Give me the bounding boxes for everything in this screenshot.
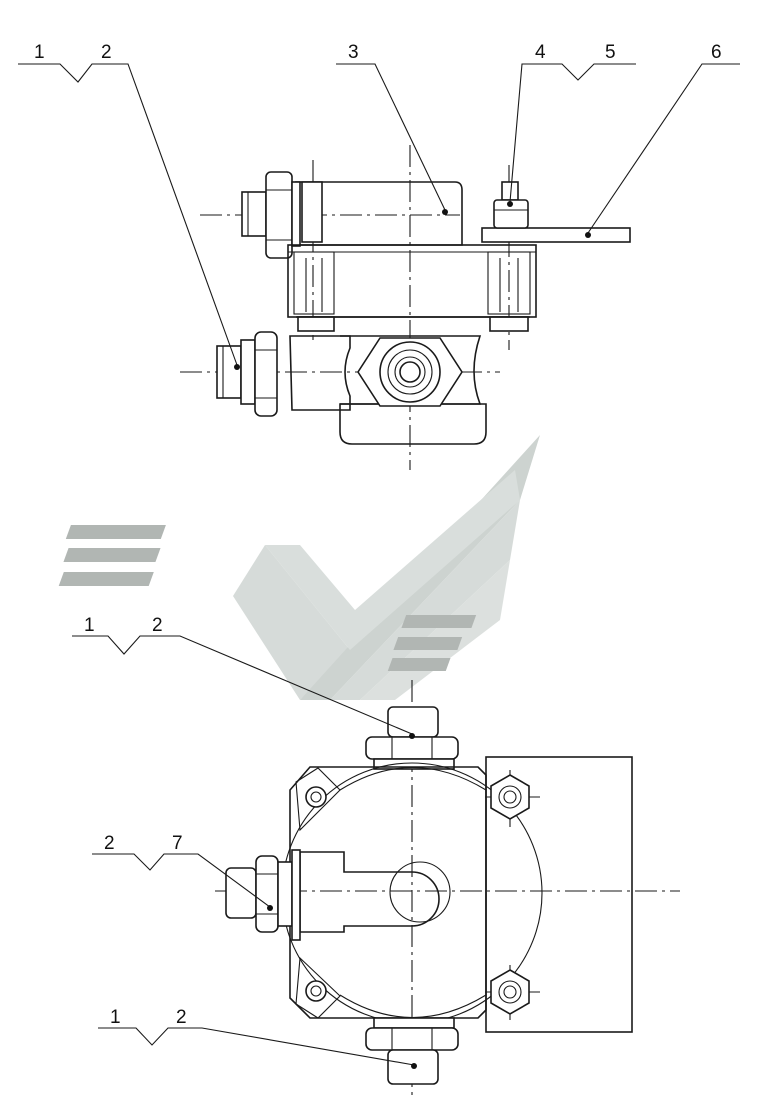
upper-left-lug bbox=[295, 767, 341, 832]
watermark-logo bbox=[58, 435, 540, 700]
callout-label: 2 bbox=[101, 42, 112, 63]
callout-label: 7 bbox=[172, 833, 183, 854]
leader-dot bbox=[234, 364, 240, 370]
leader-top-left bbox=[18, 63, 238, 366]
lower-fitting-nipple bbox=[216, 345, 242, 399]
lower-housing-left bbox=[289, 335, 351, 411]
left-bolt-head bbox=[297, 316, 335, 332]
hex-nut-lower-right bbox=[490, 969, 530, 1015]
bolt-hole-lower-left bbox=[305, 980, 327, 1002]
upper-fitting-nipple bbox=[241, 191, 267, 237]
upper-fitting-washer bbox=[291, 181, 301, 247]
callout-label: 3 bbox=[348, 42, 359, 63]
valve-housing bbox=[289, 766, 487, 1019]
lower-housing-center bbox=[340, 335, 482, 405]
callout-label: 4 bbox=[535, 42, 546, 63]
bottom-fitting-washer bbox=[373, 1017, 455, 1029]
callouts: 1 2 3 4 5 6 1 2 2 7 1 2 bbox=[18, 42, 740, 1069]
lower-fitting-nut bbox=[254, 331, 278, 417]
lower-housing-base bbox=[339, 403, 487, 445]
bolt-hole-upper-left bbox=[305, 786, 327, 808]
left-boss bbox=[293, 251, 335, 315]
bracket-nut bbox=[493, 199, 529, 229]
left-fitting-washer bbox=[291, 849, 301, 941]
lower-left-lug bbox=[295, 956, 341, 1019]
lower-fitting-collar bbox=[240, 339, 256, 405]
left-fitting-collar bbox=[277, 861, 293, 927]
callout-label: 2 bbox=[176, 1007, 187, 1028]
upper-left-stud bbox=[301, 181, 323, 243]
leader-6 bbox=[587, 63, 740, 234]
hex-nut-upper-right bbox=[490, 774, 530, 820]
lever bbox=[299, 851, 440, 933]
leader-4-5 bbox=[509, 63, 636, 203]
bottom-view bbox=[215, 680, 680, 1100]
leader-dot bbox=[411, 1063, 417, 1069]
leader-3 bbox=[336, 63, 446, 211]
leader-dot bbox=[507, 201, 513, 207]
top-view bbox=[180, 145, 631, 470]
leader-dot bbox=[442, 209, 448, 215]
right-bolt-head bbox=[489, 316, 529, 332]
lever-pivot bbox=[389, 861, 451, 923]
mounting-bracket bbox=[481, 227, 631, 243]
leader-dot bbox=[267, 905, 273, 911]
callout-label: 2 bbox=[152, 615, 163, 636]
callout-label: 1 bbox=[84, 615, 95, 636]
port-bore bbox=[399, 361, 421, 383]
top-fitting-nut bbox=[365, 736, 459, 760]
top-fitting-washer bbox=[373, 758, 455, 770]
port-outer-ring bbox=[379, 341, 441, 403]
top-fitting-nipple bbox=[387, 706, 439, 738]
left-fitting-nut bbox=[255, 855, 279, 933]
leader-dot bbox=[409, 733, 415, 739]
top-cover bbox=[295, 181, 463, 246]
leader-mid bbox=[72, 635, 413, 735]
callout-label: 1 bbox=[34, 42, 45, 63]
right-boss bbox=[487, 251, 531, 315]
main-body bbox=[287, 244, 537, 318]
callout-label: 5 bbox=[605, 42, 616, 63]
callout-label: 2 bbox=[104, 833, 115, 854]
leader-bottom bbox=[98, 1027, 415, 1066]
callout-label: 1 bbox=[110, 1007, 121, 1028]
callout-label: 6 bbox=[711, 42, 722, 63]
leader-dot bbox=[585, 232, 591, 238]
bottom-fitting-nut bbox=[365, 1027, 459, 1051]
leader-left bbox=[92, 853, 271, 908]
